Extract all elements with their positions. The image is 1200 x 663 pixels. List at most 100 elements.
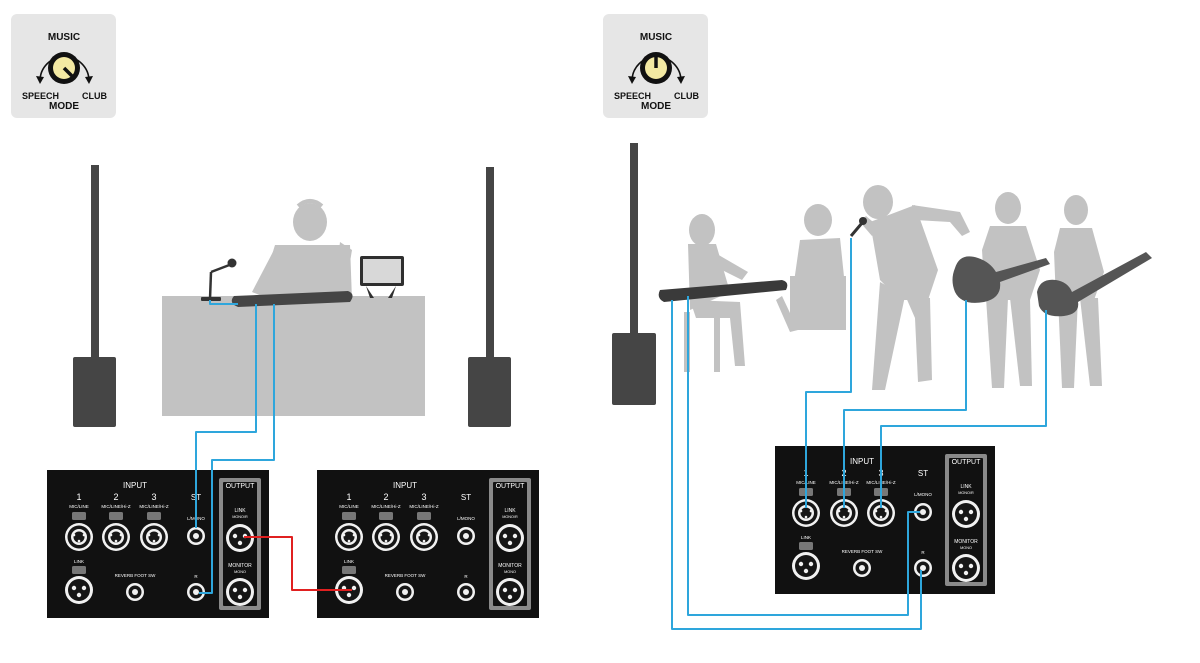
reverb-foot-switch-jack <box>396 583 414 601</box>
input-section-label: INPUT <box>123 481 147 490</box>
band-silhouettes <box>684 185 1104 390</box>
monitor-out-label: MONITOR <box>498 563 522 569</box>
keyboard-icon <box>658 280 788 302</box>
cable-bass <box>880 310 1047 508</box>
channel-3-label: 3 <box>421 492 426 502</box>
dj-controller-icon <box>231 291 353 307</box>
link-in-xlr <box>792 552 820 580</box>
reverb-foot-switch-label: REVERB FOOT SW <box>842 549 883 554</box>
mode-badge-left: MUSIC SPEECH CLUB MODE <box>11 14 116 118</box>
cable-guitar <box>843 300 967 508</box>
guitar-icon <box>952 256 1050 303</box>
mode-music-label: MUSIC <box>48 32 80 43</box>
link-out-label: LINK <box>960 484 972 490</box>
ch1-combo-jack <box>65 523 93 551</box>
mixer-panel-1: INPUT 1 2 3 MIC/LINE MIC/LINE/Hi-Z MIC/L… <box>47 470 269 618</box>
channel-3-type-label: MIC/LINE/Hi-Z <box>139 504 169 509</box>
link-out-xlr <box>496 524 524 552</box>
monitor-out-label: MONITOR <box>228 563 252 569</box>
speaker-left <box>73 165 116 427</box>
channel-2-type-label: MIC/LINE/Hi-Z <box>101 504 131 509</box>
mode-club-label: CLUB <box>674 91 699 101</box>
ch2-combo-jack <box>102 523 130 551</box>
stereo-input-label: ST <box>461 493 471 502</box>
link-out-type-label: MONO/R <box>958 491 974 495</box>
st-l-mono-jack <box>187 527 205 545</box>
st-r-jack <box>914 559 932 577</box>
channel-3-label: 3 <box>151 492 156 502</box>
ch2-combo-jack <box>372 523 400 551</box>
channel-2-label: 2 <box>113 492 118 502</box>
cable-link-red <box>244 536 352 591</box>
cable-keyboard-left <box>671 300 922 630</box>
cables <box>195 238 1047 630</box>
mixer-panel-2: INPUT 1 2 3 MIC/LINE MIC/LINE/Hi-Z MIC/L… <box>317 470 539 618</box>
mode-title-label: MODE <box>49 101 79 112</box>
link-in-label: LINK <box>801 535 811 540</box>
channel-3-type-label: MIC/LINE/Hi-Z <box>409 504 439 509</box>
mode-speech-label: SPEECH <box>614 91 651 101</box>
output-section-label: OUTPUT <box>226 483 256 490</box>
mode-badge-right: MUSIC SPEECH CLUB MODE <box>603 14 708 118</box>
laptop-icon <box>360 256 404 298</box>
l-mono-label: L/MONO <box>457 516 475 521</box>
link-in-xlr <box>65 576 93 604</box>
ch3-combo-jack <box>410 523 438 551</box>
reverb-foot-switch-label: REVERB FOOT SW <box>115 573 156 578</box>
monitor-out-type-label: MONO <box>234 570 246 574</box>
speaker-center <box>468 167 511 427</box>
monitor-out-label: MONITOR <box>954 539 978 545</box>
speaker-right <box>612 143 656 405</box>
link-out-label: LINK <box>234 508 246 514</box>
link-in-label: LINK <box>74 559 84 564</box>
link-out-type-label: MONO/R <box>502 515 518 519</box>
reverb-foot-switch-jack <box>126 583 144 601</box>
mode-knob-icon <box>640 52 672 84</box>
mode-music-label: MUSIC <box>640 32 672 43</box>
mic-stand-icon <box>201 258 237 301</box>
mode-knob-icon <box>48 52 80 84</box>
monitor-out-xlr <box>952 554 980 582</box>
stereo-input-label: ST <box>918 469 928 478</box>
mode-title-label: MODE <box>641 101 671 112</box>
input-section-label: INPUT <box>393 481 417 490</box>
cable-keyboard-right <box>687 296 920 616</box>
st-r-jack <box>457 583 475 601</box>
reverb-foot-switch-label: REVERB FOOT SW <box>385 573 426 578</box>
reverb-foot-switch-jack <box>853 559 871 577</box>
r-label: R <box>464 574 468 579</box>
link-out-label: LINK <box>504 508 516 514</box>
link-in-label: LINK <box>344 559 354 564</box>
mixer-panel-3: INPUT 1 2 3 MIC/LINE MIC/LINE/Hi-Z MIC/L… <box>775 446 995 594</box>
channel-1-type-label: MIC/LINE <box>339 504 359 509</box>
handheld-mic-icon <box>849 217 867 237</box>
dj-table <box>162 296 425 416</box>
channel-1-label: 1 <box>76 492 81 502</box>
cable-dj-right <box>199 304 275 594</box>
channel-1-type-label: MIC/LINE <box>69 504 89 509</box>
st-l-mono-jack <box>457 527 475 545</box>
link-out-type-label: MONO/R <box>232 515 248 519</box>
monitor-out-xlr <box>226 578 254 606</box>
monitor-out-type-label: MONO <box>504 570 516 574</box>
output-section-label: OUTPUT <box>496 483 526 490</box>
ch1-combo-jack <box>335 523 363 551</box>
channel-2-type-label: MIC/LINE/Hi-Z <box>371 504 401 509</box>
mode-club-label: CLUB <box>82 91 107 101</box>
cable-vocal-mic <box>805 238 852 508</box>
mode-speech-label: SPEECH <box>22 91 59 101</box>
output-section-label: OUTPUT <box>952 459 982 466</box>
monitor-out-xlr <box>496 578 524 606</box>
l-mono-label: L/MONO <box>914 492 932 497</box>
input-section-label: INPUT <box>850 457 874 466</box>
channel-2-label: 2 <box>383 492 388 502</box>
bass-guitar-icon <box>1037 252 1152 317</box>
r-label: R <box>194 574 198 579</box>
ch3-combo-jack <box>140 523 168 551</box>
monitor-out-type-label: MONO <box>960 546 972 550</box>
link-out-xlr <box>952 500 980 528</box>
dj-silhouette <box>252 199 352 300</box>
channel-1-label: 1 <box>346 492 351 502</box>
r-label: R <box>921 550 925 555</box>
